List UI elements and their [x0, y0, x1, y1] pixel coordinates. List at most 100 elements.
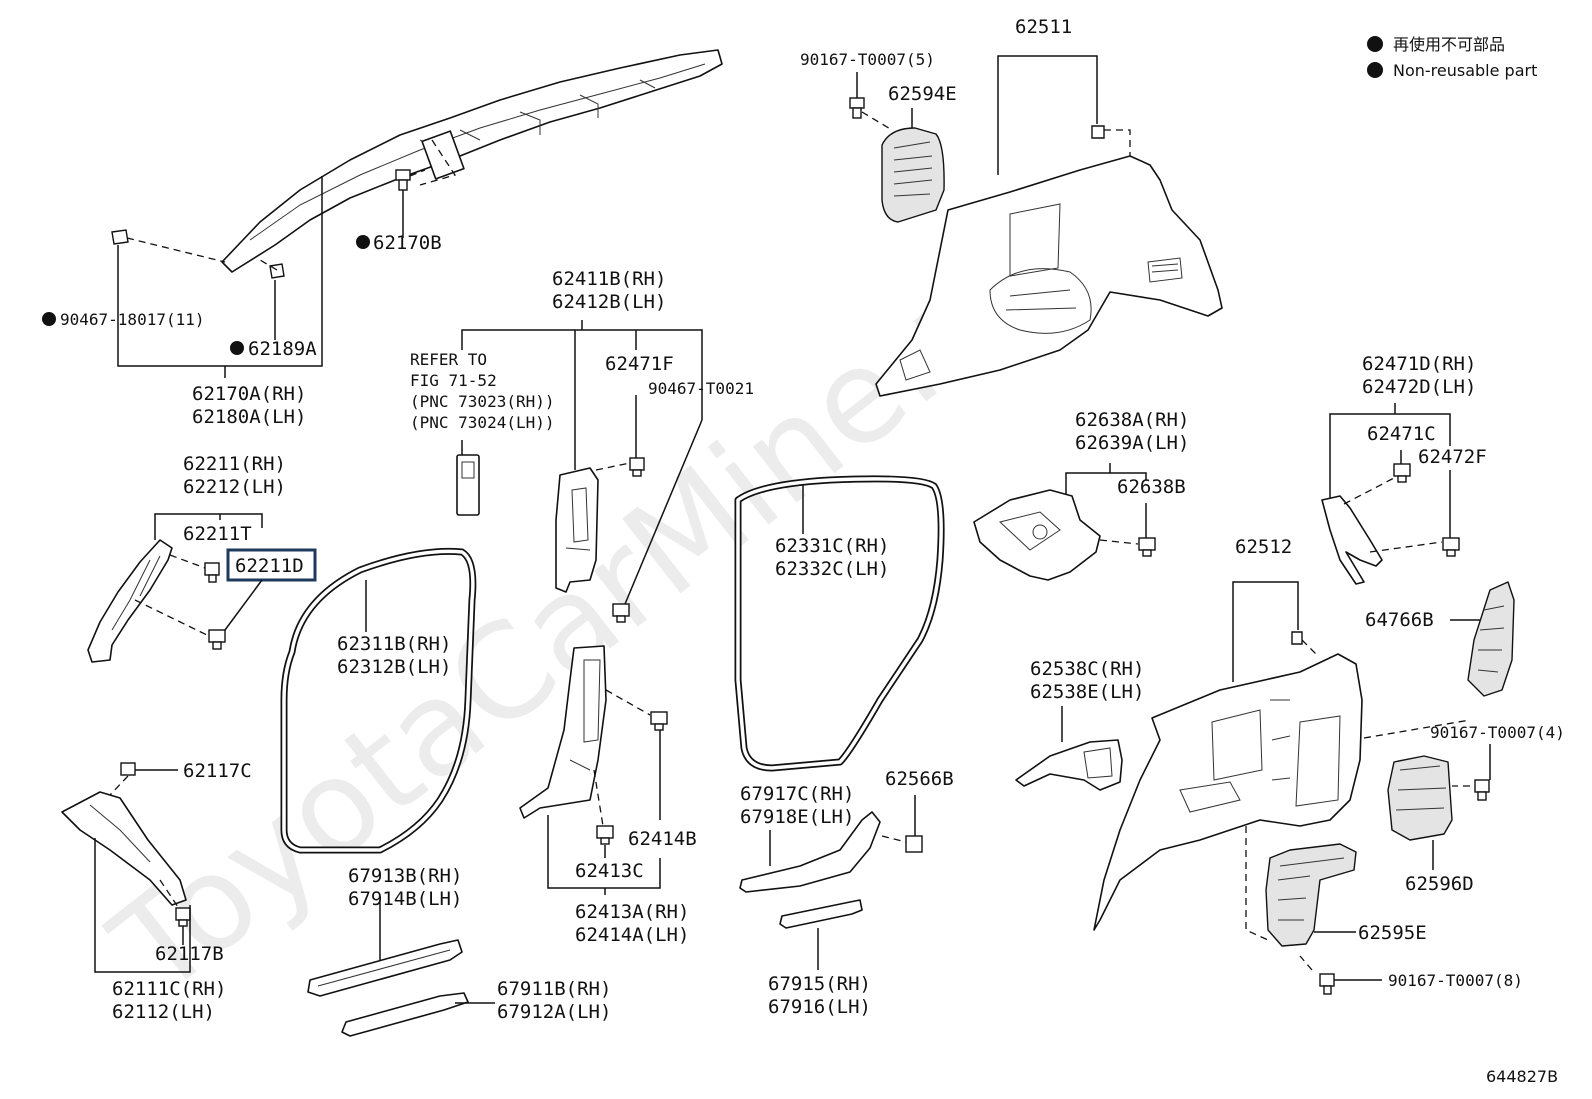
front-scuff-group: 67913B(RH) 67914B(LH) 67911B(RH) 67912A(…	[307, 865, 611, 1037]
clip-62512-top[interactable]	[1291, 631, 1303, 645]
cover-64766B[interactable]	[1467, 581, 1515, 697]
rear-door-scuff-plate[interactable]	[779, 899, 863, 929]
label-67915: 67915(RH)	[768, 973, 871, 995]
rear-door-seal-group: 62331C(RH) 62332C(LH)	[734, 475, 945, 772]
label-62311B: 62311B(RH)	[337, 633, 451, 655]
label-refer4: (PNC 73024(LH))	[410, 413, 555, 432]
clip-62117C[interactable]	[120, 762, 136, 776]
label-62638B: 62638B	[1117, 476, 1186, 498]
leader-dash	[419, 139, 457, 186]
label-62312B: 62312B(LH)	[337, 656, 451, 678]
label-62538C: 62538C(RH)	[1030, 658, 1144, 680]
clip-62413C[interactable]	[596, 825, 614, 845]
luggage-trim-group: 62638A(RH) 62639A(LH) 62638B	[973, 409, 1189, 581]
non-reusable-mark-icon	[42, 312, 56, 326]
label-64766B: 64766B	[1365, 609, 1434, 631]
label-62189A: 62189A	[248, 338, 317, 360]
center-pillar-upper-group: 62411B(RH) 62412B(LH) REFER TO FIG 71-52…	[410, 268, 754, 623]
label-refer3: (PNC 73023(RH))	[410, 392, 555, 411]
quarter-trim-bracket-62538C[interactable]	[1015, 739, 1123, 791]
label-62170B: 62170B	[373, 232, 442, 254]
diagram-id: 644827B	[1486, 1067, 1558, 1086]
label-62211D: 62211D	[235, 555, 304, 577]
clip-62211D[interactable]	[208, 629, 226, 650]
label-62472D: 62472D(LH)	[1362, 376, 1476, 398]
label-67916: 67916(LH)	[768, 996, 871, 1018]
label-62471D: 62471D(RH)	[1362, 353, 1476, 375]
clip-90467-18017[interactable]	[111, 229, 129, 245]
label-62117C: 62117C	[183, 760, 252, 782]
label-62111C: 62111C(RH)	[112, 978, 226, 1000]
label-62639A: 62639A(LH)	[1075, 432, 1189, 454]
label-refer1: REFER TO	[410, 350, 487, 369]
label-62411B: 62411B(RH)	[552, 268, 666, 290]
legend-jp: 再使用不可部品	[1393, 35, 1505, 54]
label-62412B: 62412B(LH)	[552, 291, 666, 313]
label-62212: 62212(LH)	[183, 476, 286, 498]
window-switch-ref[interactable]	[456, 454, 480, 516]
label-67917C: 67917C(RH)	[740, 783, 854, 805]
label-62211: 62211(RH)	[183, 453, 286, 475]
label-67912A: 67912A(LH)	[497, 1001, 611, 1023]
label-90167-T0007-8: 90167-T0007(8)	[1388, 971, 1523, 990]
clip-62471C[interactable]	[1393, 463, 1411, 483]
clip-62211T[interactable]	[204, 562, 220, 583]
clip-62471F[interactable]	[629, 457, 645, 477]
label-62596D: 62596D	[1405, 873, 1474, 895]
label-62180A: 62180A(LH)	[192, 406, 306, 428]
cover-62594E[interactable]	[881, 127, 945, 223]
clip-62566B[interactable]	[905, 835, 923, 853]
rear-scuff-group: 67917C(RH) 67918E(LH) 62566B 67915(RH) 6…	[739, 768, 954, 1018]
quarter-trim-upper-group: 62511 90167-T0007(5) 62594E	[800, 16, 1223, 397]
label-67914B: 67914B(LH)	[348, 888, 462, 910]
cowl-side-trim[interactable]	[61, 791, 187, 906]
highlight-box-62211D[interactable]	[226, 548, 317, 582]
center-pillar-garnish-upper[interactable]	[555, 467, 599, 593]
label-62471C: 62471C	[1367, 423, 1436, 445]
clip-62638B[interactable]	[1138, 537, 1156, 557]
front-pillar-garnish[interactable]	[87, 539, 173, 663]
label-62511: 62511	[1015, 16, 1072, 38]
label-62211T: 62211T	[183, 523, 252, 545]
roof-side-garnish[interactable]	[221, 49, 723, 273]
front-door-scuff-plate[interactable]	[341, 992, 469, 1037]
label-90167-T0007-5: 90167-T0007(5)	[800, 50, 935, 69]
cover-62596D[interactable]	[1387, 755, 1453, 841]
quarter-trim-lower-group: 62512 64766B 62538C(RH) 62538E(LH) 90167…	[1015, 536, 1565, 995]
quarter-trim-panel-upper[interactable]	[875, 155, 1223, 397]
screw-90167-T0007-4[interactable]	[1474, 779, 1490, 801]
cover-62595E[interactable]	[1265, 843, 1357, 947]
label-62638A: 62638A(RH)	[1075, 409, 1189, 431]
label-62413A: 62413A(RH)	[575, 901, 689, 923]
screw-90167-T0007-8[interactable]	[1319, 973, 1335, 995]
legend-bullet-icon	[1367, 62, 1383, 78]
non-reusable-mark-icon	[356, 235, 370, 249]
clip-62511-top[interactable]	[1091, 125, 1105, 139]
quarter-trim-panel-lower[interactable]	[1093, 653, 1363, 931]
label-62594E: 62594E	[888, 83, 957, 105]
clip-62414B[interactable]	[650, 711, 668, 731]
label-90467-T0021: 90467-T0021	[648, 379, 754, 398]
clip-90467-T0021[interactable]	[612, 603, 630, 623]
label-62414A: 62414A(LH)	[575, 924, 689, 946]
clip-62472F[interactable]	[1442, 537, 1460, 557]
label-62414B: 62414B	[628, 828, 697, 850]
luggage-side-trim[interactable]	[973, 489, 1101, 581]
legend-en: Non-reusable part	[1393, 61, 1537, 80]
back-door-side-garnish[interactable]	[1321, 495, 1383, 585]
label-62332C: 62332C(LH)	[775, 558, 889, 580]
legend: 再使用不可部品 Non-reusable part	[1367, 35, 1537, 80]
clip-62189A[interactable]	[269, 263, 285, 279]
back-door-trim-group: 62471D(RH) 62472D(LH) 62471C 62472F	[1321, 353, 1487, 585]
label-62170A: 62170A(RH)	[192, 383, 306, 405]
screw-90167-T0007-5[interactable]	[849, 97, 865, 119]
label-62112: 62112(LH)	[112, 1001, 215, 1023]
rear-step-cover[interactable]	[739, 811, 881, 893]
front-door-seal-group: 62311B(RH) 62312B(LH)	[280, 547, 477, 854]
label-62471F: 62471F	[605, 353, 674, 375]
cowl-side-group: 62117C 62117B 62111C(RH) 62112(LH)	[61, 760, 252, 1023]
label-62566B: 62566B	[885, 768, 954, 790]
front-pillar-group: 62211(RH) 62212(LH) 62211T 62211D	[87, 453, 317, 663]
clip-62170B[interactable]	[395, 169, 411, 191]
